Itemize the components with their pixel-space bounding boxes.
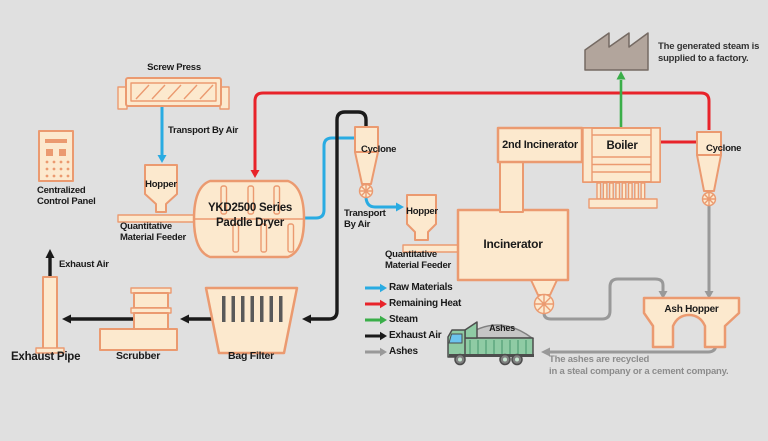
- incinerator-label: Incinerator: [483, 237, 543, 251]
- legend-label-raw-materials: Raw Materials: [389, 282, 453, 293]
- truck-window: [448, 333, 463, 344]
- hopper-1-label: Hopper: [145, 179, 177, 190]
- paddle-dryer-label: YKD2500 Series Paddle Dryer: [207, 202, 293, 229]
- legend-exhaust-air-arrow: [380, 331, 387, 341]
- cyclone-mid-label: Cyclone: [361, 144, 397, 155]
- ash-truck: [447, 321, 535, 366]
- truck-load-label: Ashes: [489, 323, 515, 333]
- hopper-1: [144, 164, 178, 213]
- legend-label-ashes: Ashes: [389, 346, 418, 357]
- steam-note: The generated steam is supplied to a fac…: [658, 41, 760, 64]
- second-incinerator-label: 2nd Incinerator: [502, 139, 578, 151]
- legend-steam-arrow: [380, 315, 387, 325]
- raw-materials-line-dryer-to-cyclone: [302, 136, 355, 220]
- exhaust-pipe-label: Exhaust Pipe: [11, 351, 81, 363]
- ash-hopper: [642, 296, 741, 349]
- feeder-2-label: Quantitative Material Feeder: [385, 249, 451, 271]
- transport-by-air-1-label: Transport By Air: [168, 125, 239, 136]
- steam-arrow-boiler-to-factory: [616, 71, 626, 127]
- exhaust-air-label: Exhaust Air: [59, 259, 109, 270]
- boiler-grate: [588, 182, 658, 209]
- bag-filter: [204, 286, 299, 355]
- transport-by-air-2-label: Transport By Air: [344, 208, 386, 230]
- exhaust-air-arrow-cyclone-to-bagfilter: [302, 110, 368, 324]
- bag-filter-label: Bag Filter: [228, 350, 274, 362]
- ashes-note: The ashes are recycled in a steal compan…: [549, 354, 729, 377]
- ashes-arrow-incinerator-to-ashhopper: [542, 277, 668, 321]
- raw-materials-arrow-screwpress-to-hopper: [157, 106, 167, 163]
- legend-label-remaining-heat: Remaining Heat: [389, 298, 462, 309]
- exhaust-pipe: [35, 276, 65, 354]
- scrubber-label: Scrubber: [115, 350, 161, 362]
- screw-press: [117, 77, 230, 110]
- flue-duct: [499, 160, 524, 213]
- feeder-1-label: Quantitative Material Feeder: [120, 221, 186, 243]
- control-panel-buttons: [45, 160, 70, 178]
- exhaust-air-arrow-pipe-out: [45, 249, 55, 276]
- exhaust-air-arrow-scrubber-to-pipe: [62, 314, 134, 324]
- scrubber: [99, 287, 178, 351]
- legend-label-exhaust-air: Exhaust Air: [389, 330, 442, 341]
- legend-raw-materials-arrow: [380, 283, 387, 293]
- hopper-2: [406, 194, 437, 241]
- control-panel: [38, 130, 74, 182]
- cyclone-right-label: Cyclone: [706, 143, 742, 154]
- ash-hopper-label: Ash Hopper: [664, 304, 719, 315]
- legend-label-steam: Steam: [389, 314, 418, 325]
- raw-materials-arrow-cyclone-to-hopper2: [364, 197, 404, 212]
- screw-press-label: Screw Press: [147, 62, 201, 73]
- cyclone-mid: [354, 126, 379, 199]
- legend-remaining-heat-arrow: [380, 299, 387, 309]
- factory-icon: [584, 32, 649, 71]
- cyclone-right: [696, 131, 722, 207]
- boiler: [582, 127, 661, 209]
- incinerator: [456, 208, 570, 315]
- remaining-heat-arrow-cyclone-to-dryer: [250, 91, 711, 178]
- boiler-label: Boiler: [606, 140, 638, 152]
- legend-arrows: [365, 283, 387, 357]
- exhaust-air-arrow-bagfilter-to-scrubber: [180, 314, 212, 324]
- hopper-2-label: Hopper: [406, 206, 438, 217]
- legend-ashes-arrow: [380, 347, 387, 357]
- ashes-arrow-cyclone-to-ashhopper: [704, 206, 714, 299]
- paddle-dryer: [192, 179, 306, 259]
- control-panel-label: Centralized Control Panel: [37, 185, 96, 207]
